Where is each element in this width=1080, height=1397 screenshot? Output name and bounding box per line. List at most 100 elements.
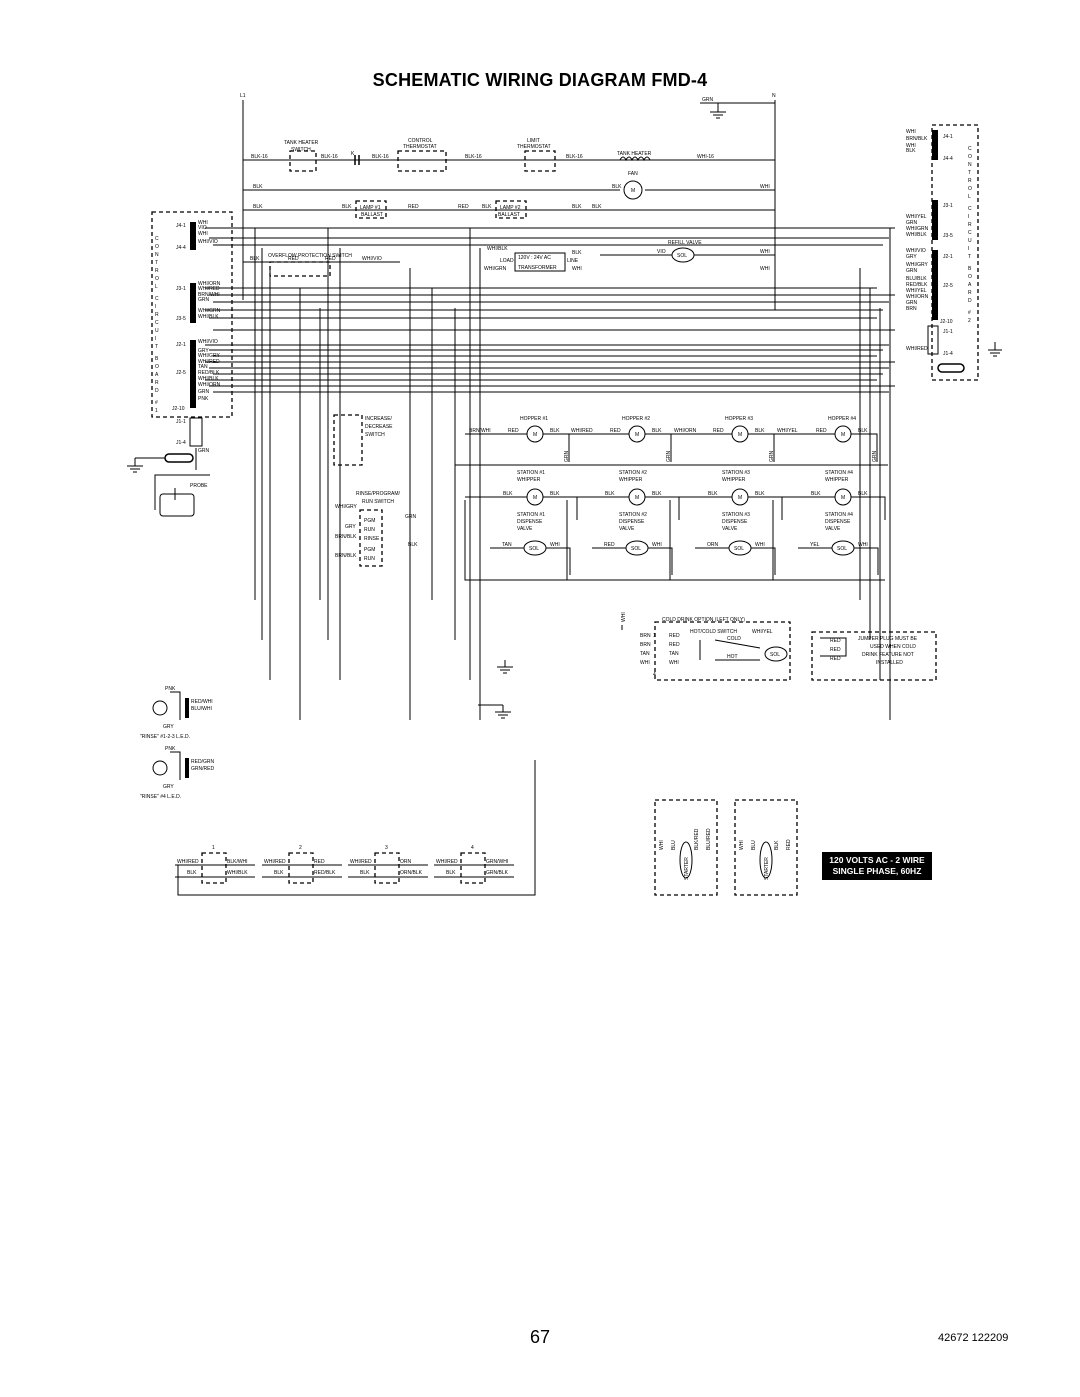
whipper-wire-label: BLK [708, 491, 718, 497]
hopper-wire-label: WHI/RED [571, 428, 593, 434]
hopper-wire-label: WHI/YEL [777, 428, 798, 434]
board-1-wire-label: WHI [198, 220, 208, 226]
hopper-label: HOPPER #3 [725, 416, 753, 422]
svg-text:J2-1: J2-1 [943, 254, 953, 260]
svg-text:REFILL VALVE: REFILL VALVE [668, 240, 702, 246]
led-symbol [152, 700, 168, 716]
switch-wire-label: ORN/BLK [400, 870, 423, 876]
hopper-wire-label: RED [610, 428, 621, 434]
svg-text:WHI/GRY: WHI/GRY [335, 504, 358, 510]
line-l1-label: L1 [240, 93, 246, 99]
svg-text:LAMP #1: LAMP #1 [360, 205, 381, 211]
svg-text:R: R [968, 222, 972, 228]
hopper-wire-label: BRN/WHI [469, 428, 491, 434]
svg-text:1: 1 [155, 408, 158, 414]
motor-symbol: M [738, 495, 742, 501]
valve-wire [490, 547, 571, 575]
diagram-title: SCHEMATIC WIRING DIAGRAM FMD-4 [372, 70, 708, 90]
switch-wire-label: GRN/WHI [486, 859, 508, 865]
svg-text:L: L [155, 284, 158, 290]
board-2-wire-label: WHI/YEL [906, 214, 927, 220]
hopper-wire-label: GRN [666, 451, 672, 463]
svg-text:J1-1: J1-1 [943, 329, 953, 335]
switch-wire-label: WHI/RED [350, 859, 372, 865]
valve-wire-label: YEL [810, 542, 820, 548]
board-2-wire-label: WHI [906, 129, 916, 135]
svg-text:J2-5: J2-5 [943, 283, 953, 289]
valve-symbol: SOL [734, 546, 744, 552]
probe: PROBE [127, 448, 210, 517]
svg-text:B: B [155, 356, 159, 362]
svg-text:PGM: PGM [364, 518, 375, 524]
board-2-wire-label: WHI/YEL [906, 288, 927, 294]
switch-number: 1 [212, 845, 215, 851]
board-1-wire-label: WHI [198, 231, 208, 237]
svg-text:I: I [155, 304, 156, 310]
svg-text:C: C [968, 230, 972, 236]
svg-text:WHI: WHI [621, 612, 627, 622]
switch-common-wire [177, 760, 536, 896]
led-label: "RINSE" #4 L.E.D. [140, 794, 181, 800]
switch-wire-label: RED/BLK [314, 870, 336, 876]
rinse-program-run-switch: RINSE/PROGRAM/ RUN SWITCH PGM RUN RINSE … [335, 491, 418, 567]
switch-wire [175, 864, 255, 878]
switch-wire-label: WHI/BLK [227, 870, 248, 876]
svg-text:J3-1: J3-1 [176, 286, 186, 292]
svg-text:BLK: BLK [572, 250, 582, 256]
svg-text:1: 1 [653, 633, 656, 639]
svg-text:#: # [155, 400, 158, 406]
svg-text:J3-5: J3-5 [176, 316, 186, 322]
valve-wire-label: ORN [707, 542, 719, 548]
svg-text:R: R [155, 380, 159, 386]
svg-text:DRINK FEATURE NOT: DRINK FEATURE NOT [862, 652, 914, 658]
whipper-label: STATION #3 [722, 470, 750, 476]
svg-text:J3-1: J3-1 [943, 203, 953, 209]
board-2-wire-label: GRN [906, 268, 918, 274]
starter-label: STARTER [764, 857, 770, 880]
board-2-wire-label: BRN/BLK [906, 136, 928, 142]
valve-label: VALVE [825, 526, 841, 532]
hopper-wire [670, 433, 775, 462]
whipper-wire-label: BLK [858, 491, 868, 497]
svg-text:BRN: BRN [640, 633, 651, 639]
hopper-label: HOPPER #1 [520, 416, 548, 422]
svg-text:K: K [351, 151, 355, 157]
board-1-wire-label: WHI/ORN [198, 382, 221, 388]
board-1-wire-label: PNK [198, 396, 209, 402]
svg-text:J3-5: J3-5 [943, 233, 953, 239]
hopper-wire [567, 433, 672, 462]
svg-text:120V : 24V AC: 120V : 24V AC [518, 255, 551, 261]
whipper-wire-label: BLK [811, 491, 821, 497]
switch-number: 2 [299, 845, 302, 851]
svg-text:RUN: RUN [364, 527, 375, 533]
valve-wire-label: WHI [858, 542, 868, 548]
starter-wire-label: RED [786, 839, 792, 850]
valve-wire-label: WHI [755, 542, 765, 548]
switch-wire-label: BLK/WHI [227, 859, 248, 865]
svg-text:LOAD: LOAD [500, 258, 514, 264]
led-symbol [152, 760, 168, 776]
valve-label: VALVE [722, 526, 738, 532]
svg-text:WHI/BLK: WHI/BLK [487, 246, 508, 252]
svg-text:RED: RED [458, 204, 469, 210]
svg-text:LAMP #2: LAMP #2 [500, 205, 521, 211]
hopper-wire [773, 433, 878, 462]
switch-wire-label: WHI/RED [177, 859, 199, 865]
starter-wire-label: BLU [751, 840, 757, 850]
increase-decrease-switch: INCREASE/ DECREASE SWITCH [333, 414, 393, 466]
motor-symbol: M [738, 432, 742, 438]
svg-text:4: 4 [653, 672, 656, 678]
board-2-wire-label: WHI [906, 143, 916, 149]
board-1-wire-label: WHI/GRN [198, 308, 221, 314]
switch-wire [434, 864, 514, 878]
svg-text:BLK: BLK [612, 184, 622, 190]
control-board-2: CON TRO LCI RCU ITB OAR D#2 J4-1 J4-4 J3… [927, 124, 1002, 381]
valve-wire [798, 547, 879, 575]
svg-text:J4-1: J4-1 [176, 223, 186, 229]
svg-text:J1-4: J1-4 [176, 440, 186, 446]
motor-symbol: M [533, 495, 537, 501]
led-wire-label: GRY [163, 784, 174, 790]
whipper-wire-label: BLK [652, 491, 662, 497]
board-1-wire-label: WHI/BLK [198, 314, 219, 320]
